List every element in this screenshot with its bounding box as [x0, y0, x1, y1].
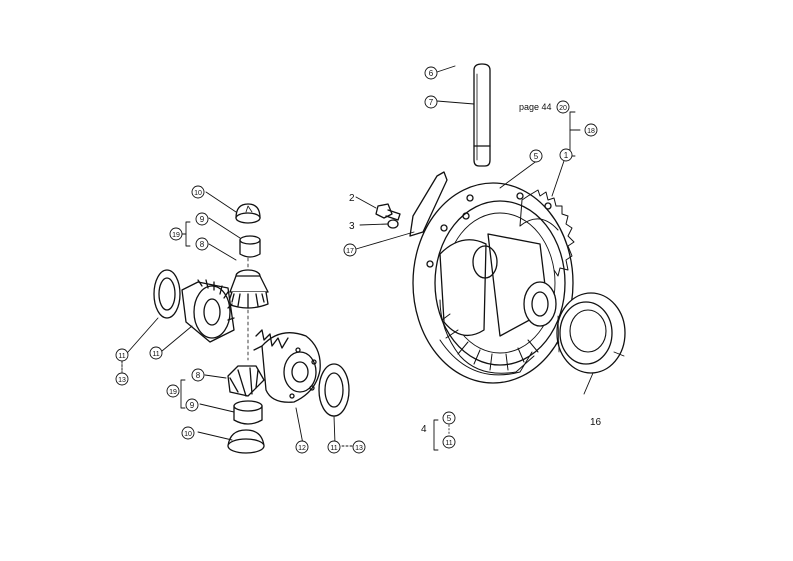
callout-labels: 6 7 5 1 18 17 10 9 8 19 11 13 11 8 19 9 … [118, 69, 595, 452]
callout-11-c: 11 [330, 445, 337, 452]
callout-4: 4 [421, 424, 427, 435]
washer-right [318, 363, 350, 417]
callout-circles [115, 66, 598, 454]
callout-7: 7 [429, 98, 434, 107]
callout-10-bottom: 10 [184, 431, 192, 438]
side-gear-left [181, 279, 235, 343]
plain-labels: 2 3 4 16 [349, 193, 602, 435]
callout-11-b: 11 [152, 351, 159, 358]
page-ref-prefix: page 44 [519, 102, 552, 112]
callout-19-top: 19 [172, 232, 180, 239]
callout-8-top: 8 [200, 240, 205, 249]
callout-5: 5 [534, 152, 539, 161]
callout-8-bottom: 8 [196, 371, 201, 380]
callout-5-b: 5 [447, 414, 452, 423]
left-leaders [121, 191, 353, 447]
thrust-washer-cap-top [235, 203, 261, 224]
range-markers [121, 361, 450, 436]
callout-2: 2 [349, 193, 355, 204]
callout-10-top: 10 [194, 190, 202, 197]
page-reference: page 44 [519, 102, 552, 112]
callout-3: 3 [349, 221, 355, 232]
washer-left [153, 269, 181, 319]
side-bearing [556, 292, 626, 374]
bolt [375, 203, 401, 221]
bushing-top [239, 235, 261, 258]
callout-16: 16 [590, 417, 602, 428]
lock-washer [387, 219, 399, 229]
callout-19-bottom: 19 [169, 389, 177, 396]
pinion-gear-top [227, 269, 269, 309]
callout-13-b: 13 [355, 445, 363, 452]
diff-case-ring-left [253, 329, 321, 403]
callout-1: 1 [564, 151, 569, 160]
callout-9-top: 9 [200, 215, 205, 224]
callout-20: 20 [559, 105, 567, 112]
callout-11-a: 11 [118, 353, 125, 360]
thrust-washer-cap-bottom [227, 429, 265, 454]
callout-12: 12 [298, 445, 306, 452]
shim-plate [409, 171, 448, 237]
callout-9-bottom: 9 [190, 401, 195, 410]
callout-11-d: 11 [445, 440, 452, 447]
differential-case-assembly [412, 182, 574, 384]
pinion-gear-bottom [227, 365, 265, 397]
bushing-bottom [233, 400, 263, 425]
ring-gear-teeth [439, 189, 575, 374]
callout-17: 17 [346, 248, 354, 255]
callout-13-a: 13 [118, 377, 126, 384]
callout-18: 18 [587, 128, 595, 135]
callout-6: 6 [429, 69, 434, 78]
page-ref-number-badge: 20 [559, 105, 567, 112]
